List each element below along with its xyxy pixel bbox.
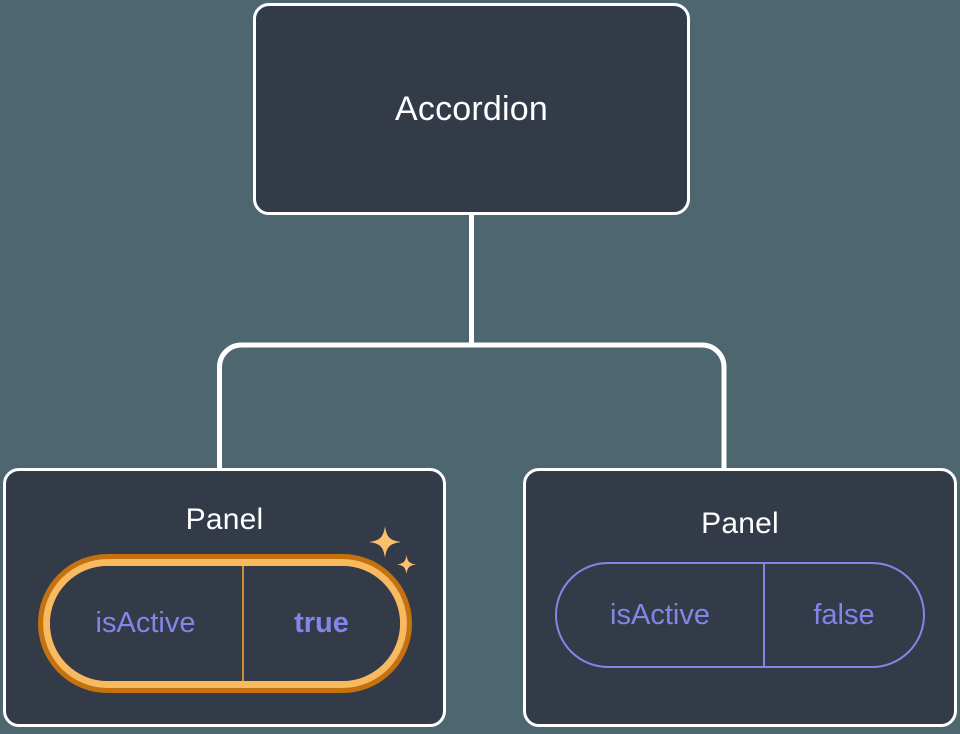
node-panel-active-title: Panel	[185, 503, 264, 536]
node-panel-inactive-title: Panel	[701, 507, 779, 540]
prop-value-false: false	[763, 564, 923, 666]
prop-pill-isactive-true[interactable]: isActive true	[37, 554, 412, 693]
prop-pill-highlight-ring: isActive true	[42, 559, 407, 688]
node-accordion-title: Accordion	[395, 90, 548, 128]
node-panel-inactive[interactable]: Panel isActive false	[523, 468, 957, 727]
node-accordion[interactable]: Accordion	[253, 3, 690, 215]
prop-key-isactive: isActive	[610, 598, 710, 631]
prop-pill-isactive-false[interactable]: isActive false	[555, 562, 925, 668]
prop-pill-wrapper-active: isActive true	[6, 526, 443, 693]
node-panel-active[interactable]: Panel isActive true	[3, 468, 446, 727]
prop-key-isactive: isActive	[95, 607, 196, 639]
prop-pill-content: isActive true	[49, 566, 400, 681]
connector-branch-bus	[217, 342, 727, 468]
prop-pill-wrapper-inactive: isActive false	[526, 562, 954, 668]
prop-value-true: true	[241, 566, 400, 681]
